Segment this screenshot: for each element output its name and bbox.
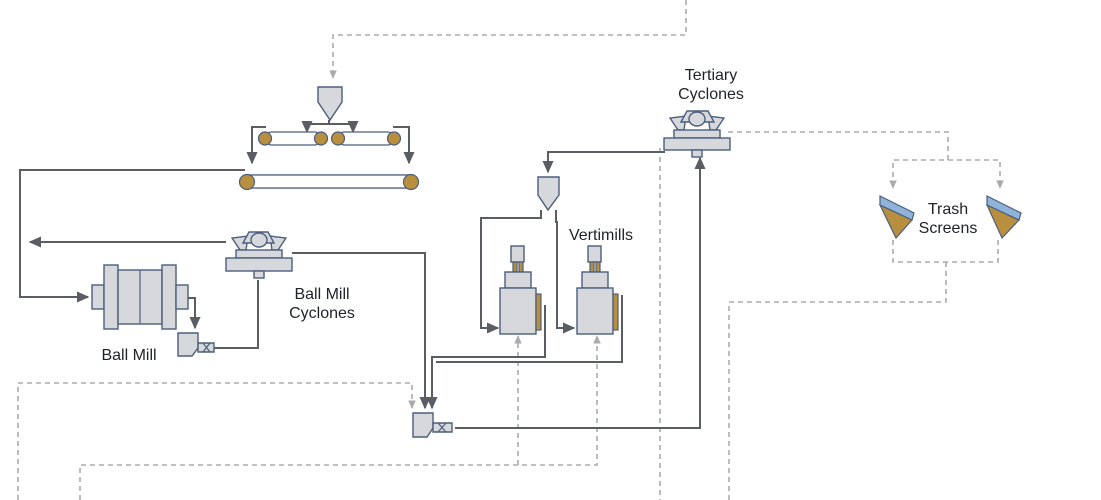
vertimill-feed-hopper bbox=[537, 176, 560, 212]
ball-mill-label: Ball Mill bbox=[101, 347, 157, 364]
trash-screens-label: Trash Screens bbox=[908, 200, 988, 238]
vertimill-1 bbox=[499, 245, 542, 335]
trash-screen-left bbox=[878, 195, 915, 240]
vertimill-2 bbox=[576, 245, 619, 335]
tertiary-cyclones-label-line1: Tertiary bbox=[684, 67, 738, 84]
trash-screens-label-line2: Screens bbox=[918, 220, 978, 237]
ball-mill-pump bbox=[177, 332, 215, 357]
tertiary-cyclones-label-line2: Cyclones bbox=[678, 86, 744, 103]
ball-mill-cyclones-label-line1: Ball Mill bbox=[294, 286, 350, 303]
tertiary-cyclones bbox=[663, 110, 731, 158]
tertiary-cyclones-label: Tertiary Cyclones bbox=[664, 66, 758, 104]
trash-screens-label-line1: Trash bbox=[927, 201, 969, 218]
dashed-lines bbox=[17, 0, 1004, 500]
ball-mill bbox=[91, 264, 189, 330]
ball-mill-cyclones-label-line2: Cyclones bbox=[289, 305, 355, 322]
flow-lines bbox=[19, 120, 706, 429]
conveyor-upper-right bbox=[330, 131, 402, 146]
conveyor-upper-left bbox=[257, 131, 329, 146]
central-pump bbox=[412, 412, 453, 438]
ball-mill-cyclones-label: Ball Mill Cyclones bbox=[272, 285, 372, 323]
vertimills-label: Vertimills bbox=[568, 227, 633, 244]
ball-mill-cyclones bbox=[225, 231, 293, 279]
feed-hopper bbox=[317, 86, 343, 122]
conveyor-lower bbox=[238, 173, 420, 191]
trash-screen-right bbox=[985, 195, 1022, 240]
